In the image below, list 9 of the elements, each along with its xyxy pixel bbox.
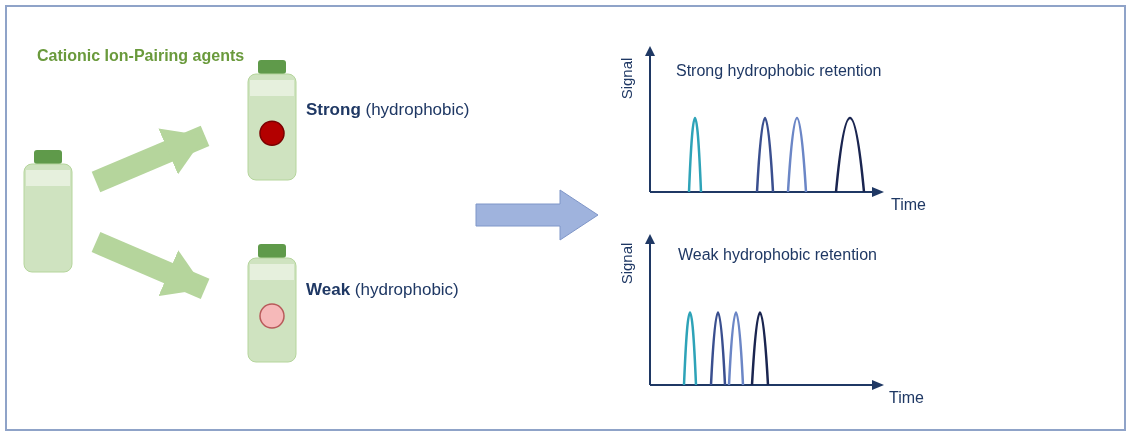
axis-label: Time: [891, 196, 926, 214]
heading: Cationic Ion-Pairing agents: [37, 47, 245, 65]
axis-label: Time: [889, 389, 924, 407]
chart-title: Weak hydrophobic retention: [678, 246, 877, 264]
vial-label: Strong (hydrophobic): [306, 100, 470, 120]
vial-label: Weak (hydrophobic): [306, 280, 459, 300]
chart-title: Strong hydrophobic retention: [676, 62, 882, 80]
axis-label: Signal: [618, 57, 636, 100]
axis-label: Signal: [618, 242, 636, 285]
